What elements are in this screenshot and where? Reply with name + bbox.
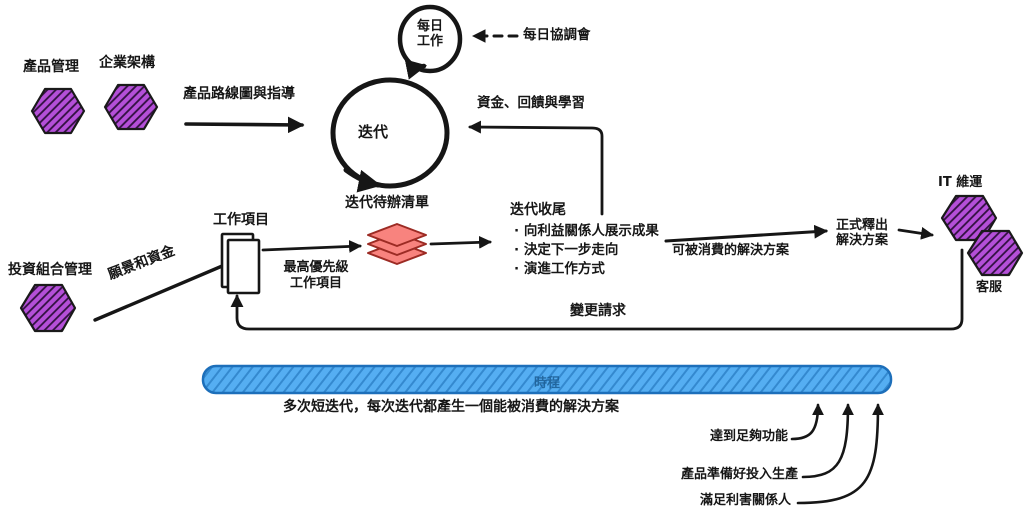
change-request-label: 變更請求 <box>570 303 626 319</box>
timeline-note: 多次短迭代，每次迭代都產生一個能被消費的解決方案 <box>283 399 619 415</box>
daily-sync-label: 每日協調會 <box>523 27 591 43</box>
daily-work-label: 每日 工作 <box>416 19 443 49</box>
vision-funding-arrow <box>93 255 244 322</box>
it-ops-label: IT 維運 <box>938 175 983 190</box>
work-items-to-layers-arrow <box>261 240 362 253</box>
portfolio-management-hexagon-icon <box>19 283 77 333</box>
customer-service-hexagon-icon <box>966 229 1024 277</box>
milestone-satisfy-stakeholders: 滿足利害關係人 <box>699 493 791 508</box>
portfolio-management-label: 投資組合管理 <box>8 262 92 278</box>
product-management-label: 產品管理 <box>23 59 79 75</box>
iteration-backlog-label: 迭代待辦清單 <box>345 195 429 211</box>
timeline-bar <box>201 364 893 395</box>
enterprise-architecture-hexagon-icon <box>103 83 159 131</box>
roadmap-guidance-arrow <box>184 116 305 134</box>
top-priority-label: 最高優先級 工作項目 <box>283 260 349 291</box>
iteration-close-bullets: 向利益關係人展示成果 決定下一步走向 演進工作方式 <box>514 222 659 279</box>
customer-service-label: 客服 <box>976 280 1003 295</box>
work-items-document-icon <box>220 232 261 295</box>
funding-feedback-label: 資金、回饋與學習 <box>477 95 585 111</box>
iteration-close-title: 迭代收尾 <box>510 202 566 218</box>
layers-to-close-arrow <box>429 235 492 249</box>
change-request-arrow <box>230 248 964 331</box>
consumable-solution-arrow <box>664 224 829 243</box>
work-items-label: 工作項目 <box>213 212 269 228</box>
iteration-close-bullet: 決定下一步走向 <box>514 241 659 260</box>
product-management-hexagon-icon <box>30 87 86 135</box>
daily-work-loop-circle <box>397 4 463 80</box>
funding-feedback-arrow <box>468 120 604 216</box>
timeline-bar-label: 時程 <box>533 376 560 391</box>
milestone-enough-features: 達到足夠功能 <box>709 429 788 444</box>
roadmap-guidance-label: 產品路線圖與指導 <box>183 86 295 102</box>
it-ops-hexagon-icon <box>940 194 998 242</box>
milestone-arrows <box>790 403 884 505</box>
release-arrow <box>897 226 934 240</box>
consumable-solution-label: 可被消費的解決方案 <box>672 243 790 258</box>
iteration-label: 迭代 <box>358 123 389 141</box>
iteration-loop-circle <box>330 77 450 193</box>
iteration-close-bullet: 演進工作方式 <box>514 260 659 279</box>
release-label: 正式釋出 解決方案 <box>836 218 889 248</box>
enterprise-architecture-label: 企業架構 <box>99 55 155 71</box>
backlog-layers-icon <box>367 223 427 265</box>
iteration-close-bullet: 向利益關係人展示成果 <box>514 222 659 241</box>
milestone-ready-production: 產品準備好投入生產 <box>680 467 798 482</box>
